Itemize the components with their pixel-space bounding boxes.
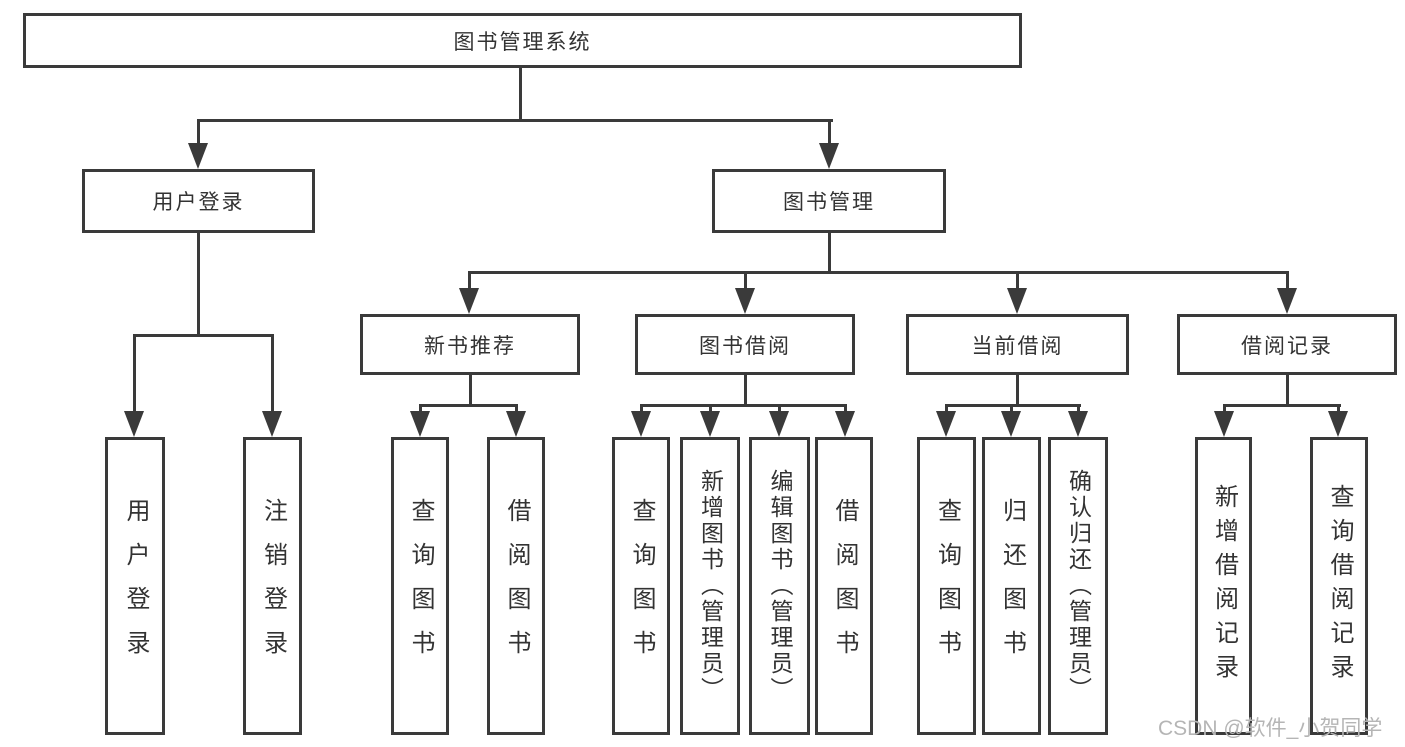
arrowhead-down-icon — [506, 411, 526, 437]
leaf-confirm-return-admin: 确认归还（管理员） — [1048, 437, 1108, 735]
leaf-add-books-admin: 新增图书（管理员） — [680, 437, 740, 735]
leaf-edit-books-admin: 编辑图书（管理员） — [749, 437, 810, 735]
node-label: 新书推荐 — [424, 334, 516, 358]
node-new-book-recommendation: 新书推荐 — [360, 314, 580, 375]
leaf-logout-login: 注销登录 — [243, 437, 302, 735]
node-borrowing-records: 借阅记录 — [1177, 314, 1397, 375]
arrowhead-down-icon — [410, 411, 430, 437]
connector-line — [1010, 404, 1013, 414]
connector-line — [945, 404, 1081, 407]
leaf-query-borrow-record: 查询借阅记录 — [1310, 437, 1368, 735]
connector-line — [469, 375, 472, 406]
connector-line — [197, 119, 200, 147]
connector-line — [419, 404, 518, 407]
connector-line — [744, 375, 747, 406]
connector-line — [709, 404, 712, 414]
connector-line — [1337, 404, 1340, 414]
connector-line — [1223, 404, 1226, 414]
arrowhead-down-icon — [700, 411, 720, 437]
leaf-user-login: 用户登录 — [105, 437, 165, 735]
leaf-borrow-books-recommend: 借阅图书 — [487, 437, 545, 735]
connector-line — [945, 404, 948, 414]
connector-line — [197, 233, 200, 336]
connector-line — [844, 404, 847, 414]
node-user-login: 用户登录 — [82, 169, 315, 233]
arrowhead-down-icon — [1068, 411, 1088, 437]
node-label: 当前借阅 — [971, 334, 1064, 358]
arrowhead-down-icon — [936, 411, 956, 437]
connector-line — [1223, 404, 1341, 407]
leaf-query-books-borrowing: 查询图书 — [612, 437, 670, 735]
leaf-add-borrow-record: 新增借阅记录 — [1195, 437, 1252, 735]
connector-line — [1286, 375, 1289, 406]
arrowhead-down-icon — [459, 288, 479, 314]
arrowhead-down-icon — [262, 411, 282, 437]
leaf-return-books: 归还图书 — [982, 437, 1041, 735]
node-label: 用户登录 — [152, 191, 245, 214]
arrowhead-down-icon — [1277, 288, 1297, 314]
connector-line — [744, 271, 747, 291]
connector-line — [1016, 271, 1019, 291]
arrowhead-down-icon — [124, 411, 144, 437]
connector-line — [828, 233, 831, 273]
connector-line — [197, 119, 833, 122]
connector-line — [1016, 375, 1019, 406]
connector-line — [468, 271, 471, 291]
connector-line — [640, 404, 847, 407]
connector-line — [519, 68, 522, 121]
leaf-borrow-books-borrowing: 借阅图书 — [815, 437, 873, 735]
node-label: 图书借阅 — [699, 334, 791, 358]
arrowhead-down-icon — [1214, 411, 1234, 437]
arrowhead-down-icon — [1007, 288, 1027, 314]
arrowhead-down-icon — [631, 411, 651, 437]
arrowhead-down-icon — [1328, 411, 1348, 437]
arrowhead-down-icon — [1001, 411, 1021, 437]
node-label: 图书管理 — [783, 191, 875, 214]
connector-line — [133, 334, 274, 337]
node-current-borrowing: 当前借阅 — [906, 314, 1129, 375]
connector-line — [133, 334, 136, 414]
connector-line — [515, 404, 518, 414]
node-library-management-system: 图书管理系统 — [23, 13, 1022, 68]
arrowhead-down-icon — [188, 143, 208, 169]
connector-line — [1286, 271, 1289, 291]
node-label: 借阅记录 — [1241, 334, 1333, 358]
arrowhead-down-icon — [835, 411, 855, 437]
connector-line — [1077, 404, 1080, 414]
connector-line — [271, 334, 274, 414]
arrowhead-down-icon — [769, 411, 789, 437]
connector-line — [468, 271, 1289, 274]
node-book-borrowing: 图书借阅 — [635, 314, 855, 375]
connector-line — [640, 404, 643, 414]
arrowhead-down-icon — [735, 288, 755, 314]
csdn-watermark: CSDN @软件_小贺同学 — [1158, 717, 1383, 740]
connector-line — [419, 404, 422, 414]
node-book-management: 图书管理 — [712, 169, 946, 233]
connector-line — [778, 404, 781, 414]
leaf-query-books-current: 查询图书 — [917, 437, 976, 735]
arrowhead-down-icon — [819, 143, 839, 169]
leaf-query-books-recommend: 查询图书 — [391, 437, 449, 735]
connector-line — [828, 119, 831, 147]
node-label: 图书管理系统 — [453, 30, 592, 54]
